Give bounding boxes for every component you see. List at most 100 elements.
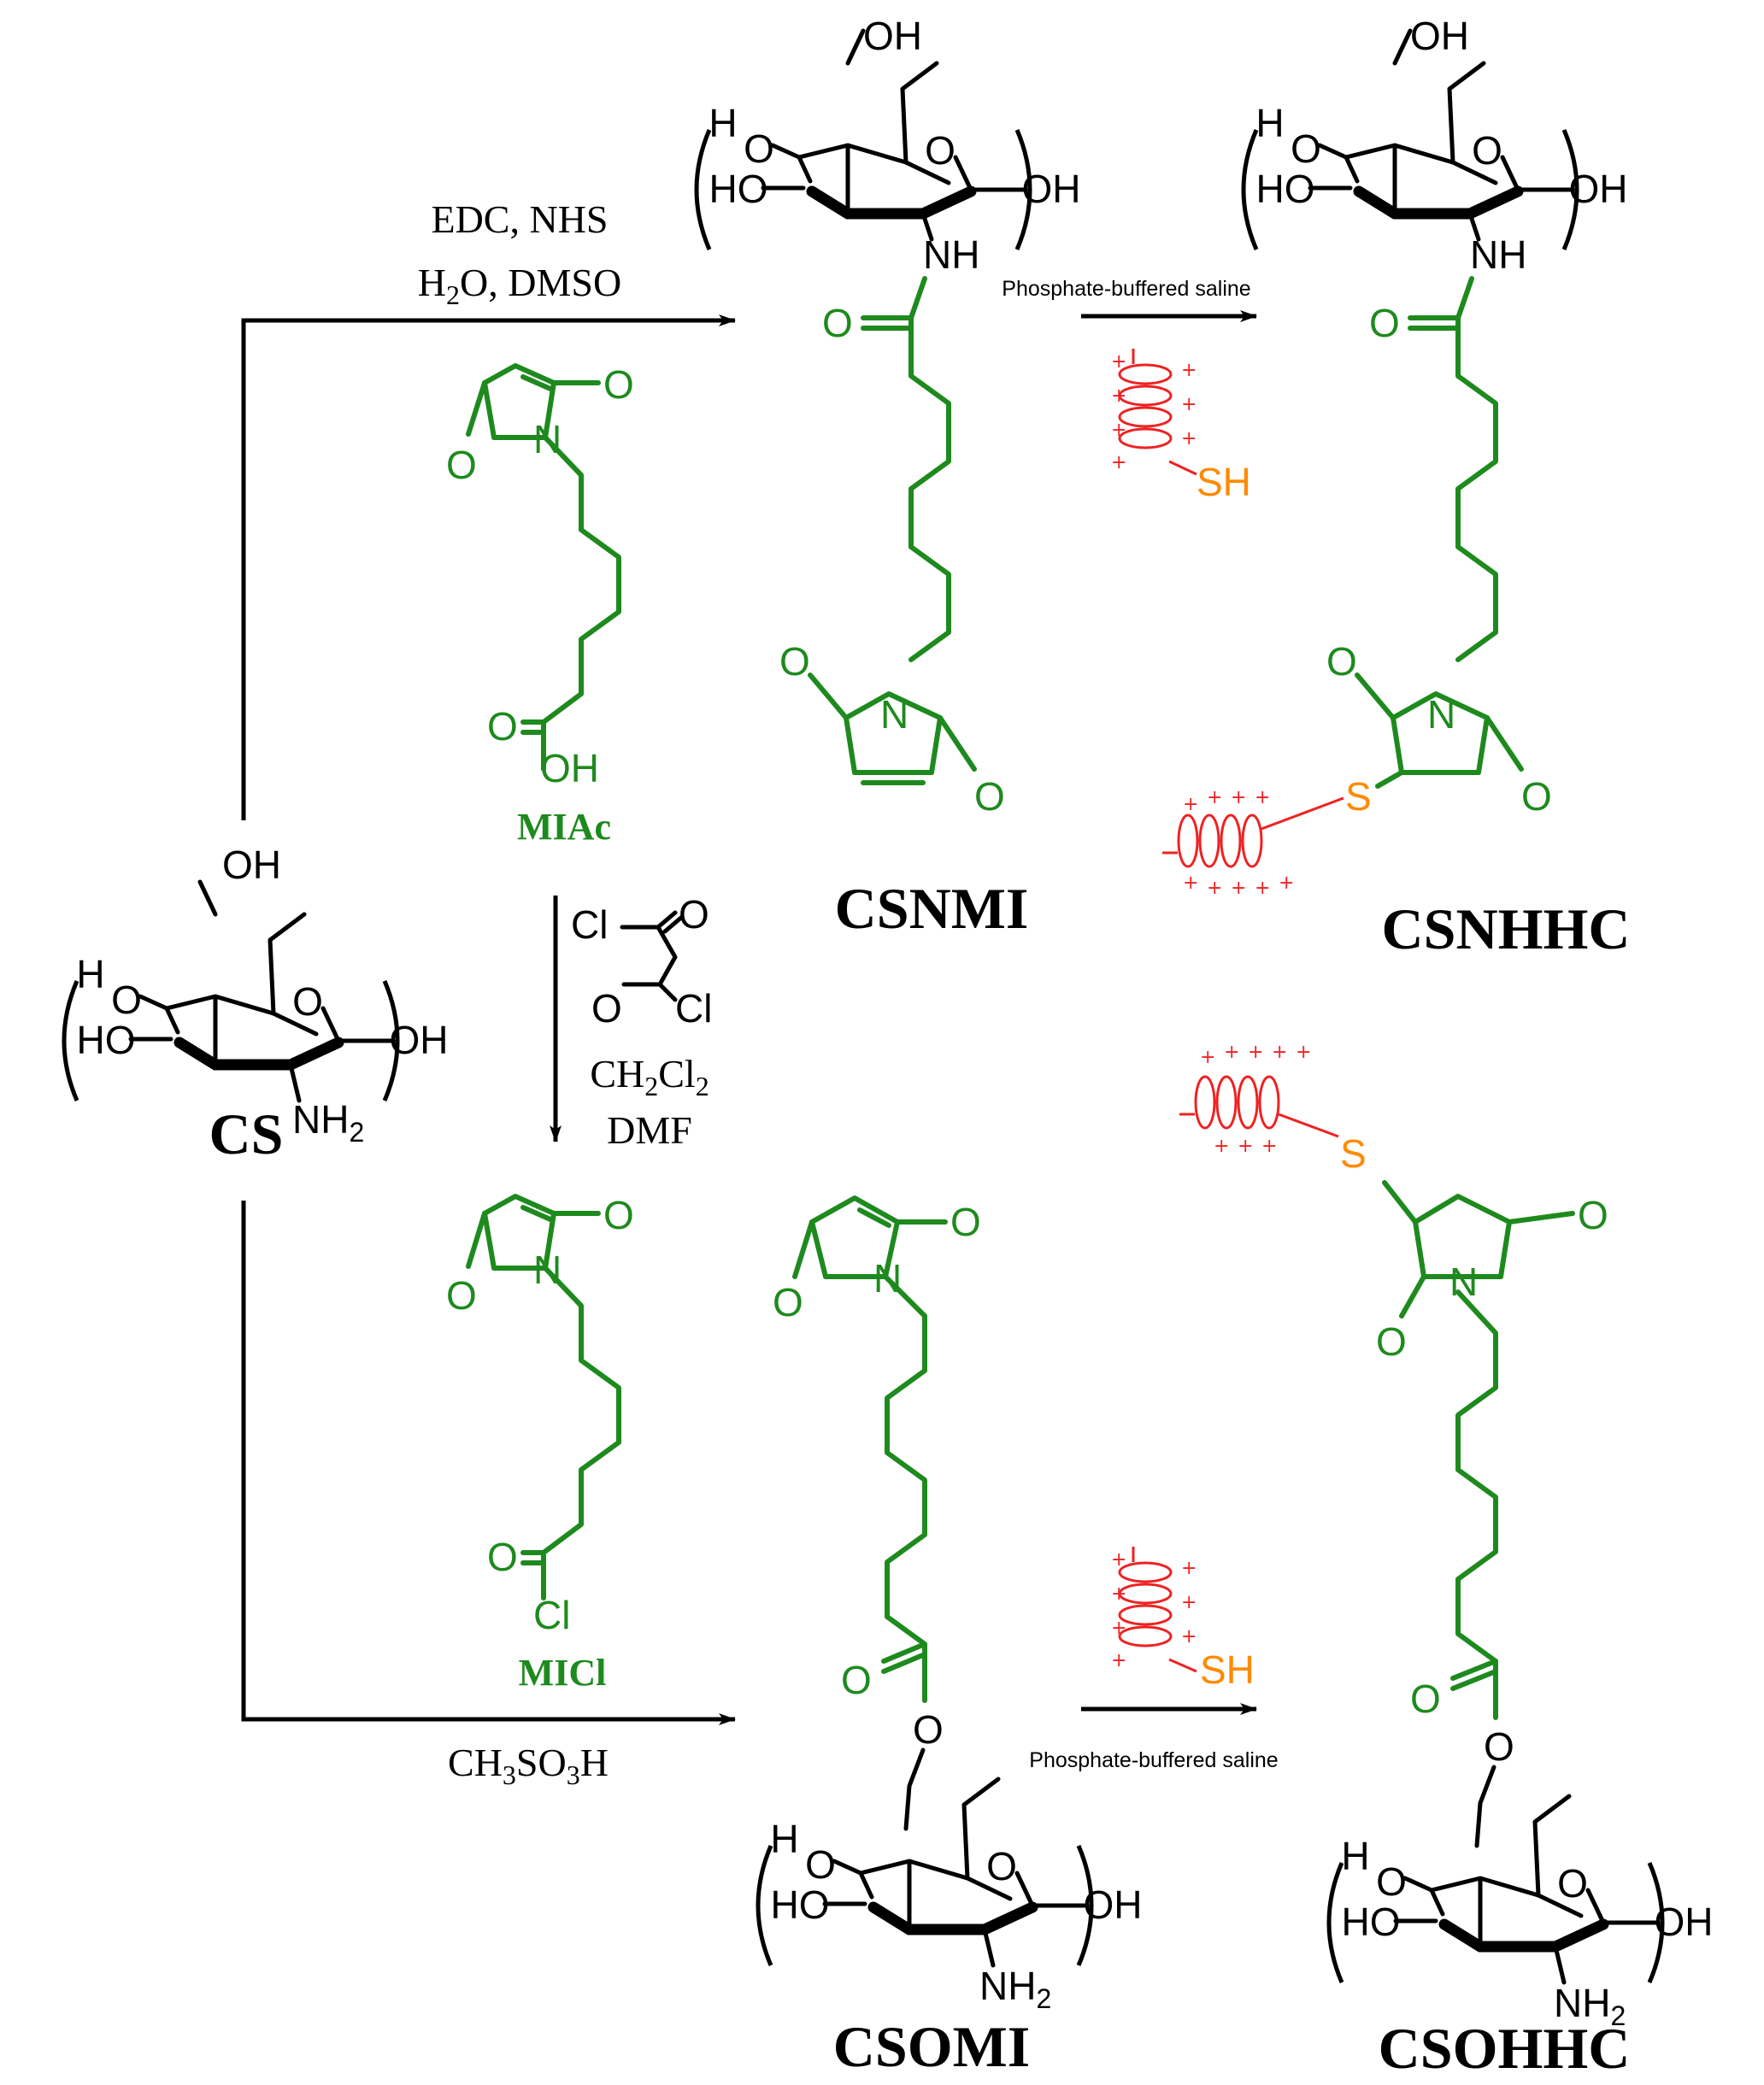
csohhc-nh2-label: NH2 <box>1554 1981 1626 2031</box>
reagent-edc-nhs: EDC, NHS <box>431 197 608 241</box>
micl-o2-label: O <box>446 1273 477 1318</box>
cs-name: CS <box>209 1101 284 1166</box>
reagent-methanesulfonic-acid: CH3SO3H <box>448 1741 609 1790</box>
csnhhc-amide-o-label: O <box>1369 301 1400 345</box>
csohhc-structure: N O O S O O NH2 <box>1329 1131 1714 2031</box>
reagent-dichloromethane: CH2Cl2 <box>590 1052 709 1101</box>
thiol-sh-bottom: SH <box>1200 1647 1255 1692</box>
miac-o3-label: O <box>487 704 518 749</box>
svg-text:+: + <box>1207 787 1222 808</box>
svg-text:+: + <box>1255 787 1270 808</box>
svg-text:+: + <box>1183 794 1198 815</box>
svg-text:+: + <box>1261 1136 1277 1157</box>
csohhc-n-label: N <box>1449 1260 1478 1304</box>
oxalyl-chloride-structure: Cl O O Cl <box>571 892 712 1031</box>
csnmi-o2-label: O <box>974 774 1005 819</box>
svg-text:+: + <box>1181 1626 1197 1647</box>
micl-name: MICl <box>519 1652 607 1694</box>
route-down-arrow <box>241 1201 736 1725</box>
cs-structure: OH NH2 <box>64 843 449 1148</box>
csohhc-ester-o-label: O <box>1410 1677 1441 1721</box>
miac-oh-label: OH <box>540 746 599 790</box>
peptide-linker-csnhhc <box>1261 796 1344 831</box>
svg-text:+: + <box>1255 878 1270 899</box>
miac-structure: O O N O OH <box>446 362 634 790</box>
csomi-nh2-label: NH2 <box>979 1964 1051 2014</box>
svg-text:+: + <box>1111 452 1126 473</box>
micl-n-label: N <box>533 1248 562 1292</box>
micl-o3-label: O <box>487 1535 518 1579</box>
thiol-sh-top: SH <box>1197 460 1251 504</box>
svg-text:+: + <box>1231 878 1246 899</box>
csnhhc-nh-label: NH <box>1470 232 1526 277</box>
miac-o1-label: O <box>603 362 634 407</box>
route-up-arrow <box>241 314 736 820</box>
oxalyl-cl1-label: Cl <box>571 902 608 947</box>
svg-text:+: + <box>1181 360 1197 381</box>
svg-text:+: + <box>1296 1042 1311 1063</box>
svg-text:+: + <box>1248 1042 1263 1063</box>
csnmi-oh-label: OH <box>863 14 922 58</box>
pbs-top-label: Phosphate-buffered saline <box>1002 277 1250 301</box>
svg-text:+: + <box>1111 1549 1126 1571</box>
csomi-o1-label: O <box>950 1200 981 1244</box>
peptide-charges-top: + + + + + + + <box>1111 351 1197 473</box>
csnhhc-structure: OH NH O N O O S <box>1244 14 1628 819</box>
svg-text:+: + <box>1111 1618 1126 1639</box>
csnmi-structure: OH NH O N O O <box>697 14 1081 819</box>
csohhc-o2-label: O <box>1376 1319 1407 1364</box>
peptide-charges-csohhc: + + + + + + + + <box>1200 1042 1311 1157</box>
svg-text:+: + <box>1272 1042 1287 1063</box>
oxalyl-o1-label: O <box>679 892 709 937</box>
csomi-n-label: N <box>873 1256 902 1301</box>
micl-structure: O O N O Cl <box>446 1193 634 1637</box>
micl-cl-label: Cl <box>533 1593 570 1637</box>
csomi-o2-label: O <box>773 1280 803 1324</box>
peptide-charges-bottom: + + + + + + + <box>1111 1549 1197 1671</box>
peptide-thiol-top <box>1118 347 1173 449</box>
csomi-ether-o-label: O <box>913 1707 944 1752</box>
peptide-conjugate-csnhhc <box>1161 813 1263 868</box>
csohhc-name: CSOHHC <box>1379 2016 1631 2081</box>
csohhc-s-label: S <box>1340 1131 1367 1176</box>
csnhhc-n-label: N <box>1427 692 1455 737</box>
svg-text:+: + <box>1183 872 1198 894</box>
cs-nh2-label: NH2 <box>292 1097 364 1148</box>
csnmi-name: CSNMI <box>835 876 1029 941</box>
miac-o2-label: O <box>446 443 477 487</box>
svg-text:+: + <box>1111 385 1126 407</box>
svg-text:+: + <box>1111 1583 1126 1605</box>
peptide-linker-csohhc <box>1278 1113 1339 1138</box>
csnhhc-o1-label: O <box>1326 639 1357 684</box>
csohhc-ether-o-label: O <box>1484 1724 1514 1769</box>
csnhhc-name: CSNHHC <box>1382 896 1631 961</box>
peptide-linker-top <box>1168 460 1197 476</box>
oxalyl-o2-label: O <box>591 986 622 1031</box>
cs-oh-label: OH <box>222 843 281 887</box>
svg-text:+: + <box>1207 878 1222 899</box>
svg-text:+: + <box>1279 872 1294 894</box>
svg-text:+: + <box>1111 420 1126 441</box>
csnhhc-o2-label: O <box>1521 774 1552 819</box>
csomi-ester-o-label: O <box>841 1658 872 1702</box>
csohhc-o1-label: O <box>1578 1193 1608 1237</box>
svg-text:+: + <box>1214 1136 1229 1157</box>
svg-text:+: + <box>1111 351 1126 373</box>
pbs-bottom-label: Phosphate-buffered saline <box>1029 1748 1278 1772</box>
peptide-charges-csnhhc: + + + + + + + + + <box>1183 787 1294 899</box>
reagent-solvents-top: H2O, DMSO <box>418 261 621 310</box>
peptide-conjugate-csohhc <box>1178 1075 1280 1130</box>
csnmi-amide-o-label: O <box>822 301 853 345</box>
oxalyl-cl2-label: Cl <box>675 986 712 1031</box>
peptide-linker-bottom <box>1168 1658 1197 1673</box>
csnhhc-s-label: S <box>1345 774 1372 819</box>
svg-text:+: + <box>1224 1042 1239 1063</box>
csnhhc-oh-label: OH <box>1410 14 1469 58</box>
svg-text:+: + <box>1238 1136 1253 1157</box>
reagent-dmf: DMF <box>607 1108 692 1152</box>
svg-text:+: + <box>1231 787 1246 808</box>
csnmi-nh-label: NH <box>923 232 979 277</box>
miac-n-label: N <box>533 417 562 461</box>
peptide-thiol-bottom <box>1118 1545 1173 1647</box>
